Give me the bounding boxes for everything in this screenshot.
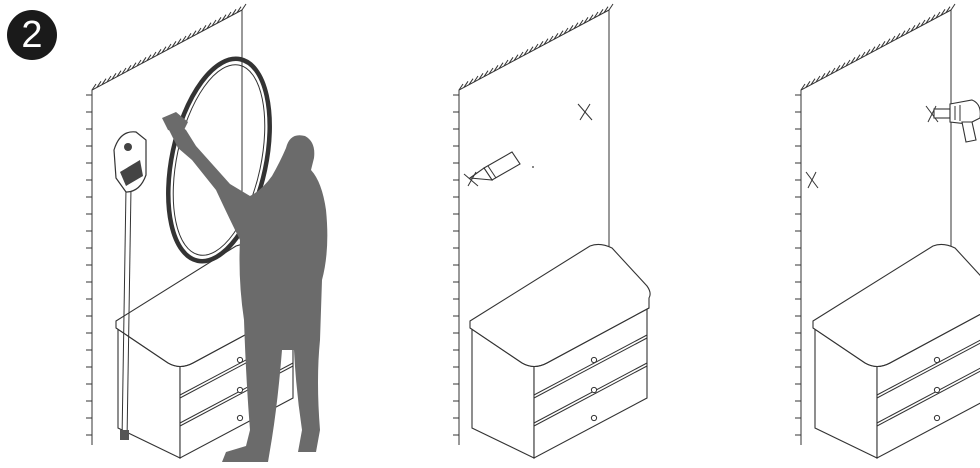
panel-2-mark-wall	[453, 4, 650, 458]
dresser-3	[813, 244, 980, 458]
wall-hatching	[92, 4, 246, 90]
ruler-ticks	[86, 95, 92, 435]
panel-3-drill-holes	[795, 4, 980, 458]
pencil-icon	[464, 152, 534, 186]
ruler-ticks	[795, 95, 801, 435]
ruler-ticks	[453, 95, 459, 435]
dresser-2	[470, 244, 650, 458]
drill-icon	[926, 100, 980, 142]
cross-mark	[806, 172, 818, 188]
panel-1-measure-and-hold	[86, 4, 327, 462]
wall-hatching	[459, 4, 613, 90]
cross-mark	[578, 104, 592, 120]
wall-hatching	[801, 4, 955, 90]
